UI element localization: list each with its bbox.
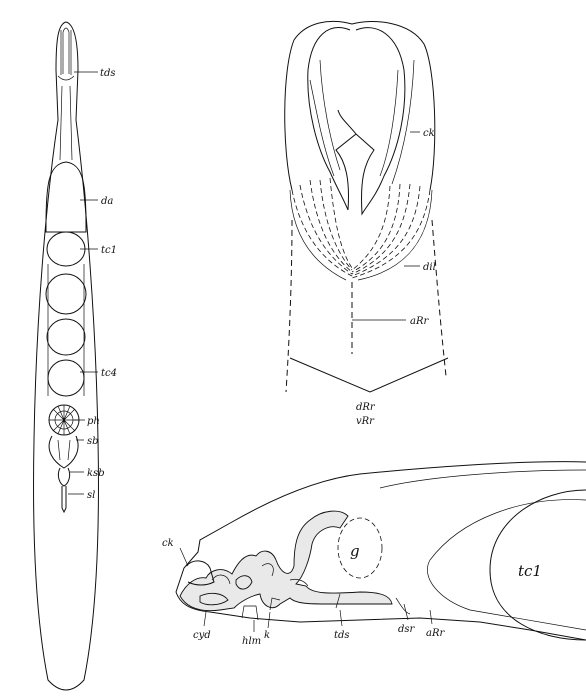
- head-contour: [175, 461, 586, 641]
- cell-tc4: [47, 359, 85, 397]
- top-right-figure: [284, 20, 449, 393]
- ksb: [57, 467, 71, 487]
- label-sl: sl: [87, 490, 95, 501]
- ck-shape: [185, 560, 215, 586]
- label-aRr-bottom: aRr: [426, 628, 445, 639]
- label-dil: dil: [423, 262, 436, 273]
- label-tc4: tc4: [101, 368, 117, 379]
- label-dsr: dsr: [398, 624, 416, 635]
- label-ksb: ksb: [87, 468, 105, 479]
- outer-contour: [284, 20, 436, 191]
- dashed-side-right: [431, 219, 447, 377]
- label-g: g: [350, 542, 360, 560]
- cell-g: [337, 517, 383, 579]
- label-tc1-left: tc1: [101, 245, 117, 256]
- dashed-fan-right: [351, 183, 431, 279]
- label-tds-left: tds: [100, 68, 116, 79]
- label-vRr: vRr: [356, 416, 375, 427]
- label-tds-bottom: tds: [334, 630, 350, 641]
- cell-tc1: [46, 231, 86, 267]
- sl: [61, 486, 67, 514]
- label-k: k: [264, 630, 270, 641]
- label-hlm: hlm: [242, 636, 261, 647]
- label-aRr-top: aRr: [410, 316, 429, 327]
- chamber-da: [45, 161, 87, 233]
- label-dRr: dRr: [356, 402, 376, 413]
- label-ph: ph: [87, 416, 100, 427]
- sac-sb: [48, 435, 79, 469]
- left-lobe: [307, 27, 357, 211]
- right-lobe: [355, 27, 406, 216]
- anterior-tube: [60, 27, 72, 75]
- gut-tube: [59, 85, 73, 161]
- dotted-tube: [179, 510, 393, 612]
- cell-2: [45, 273, 87, 315]
- dashed-side-left: [285, 219, 293, 393]
- label-cyd: cyd: [193, 630, 211, 641]
- cell-tc1-bottom: [489, 489, 586, 641]
- body-outline: [33, 21, 99, 691]
- dashed-fan-left: [291, 177, 353, 277]
- label-sb: sb: [87, 436, 99, 447]
- bottom-right-figure: [175, 461, 586, 641]
- left-figure: [33, 21, 99, 691]
- label-ck-top: ck: [423, 128, 435, 139]
- label-tc1-bottom: tc1: [518, 562, 542, 580]
- converging-lines: [289, 357, 449, 393]
- label-da: da: [101, 196, 113, 207]
- label-ck-bottom: ck: [162, 538, 174, 549]
- cell-3: [46, 318, 86, 356]
